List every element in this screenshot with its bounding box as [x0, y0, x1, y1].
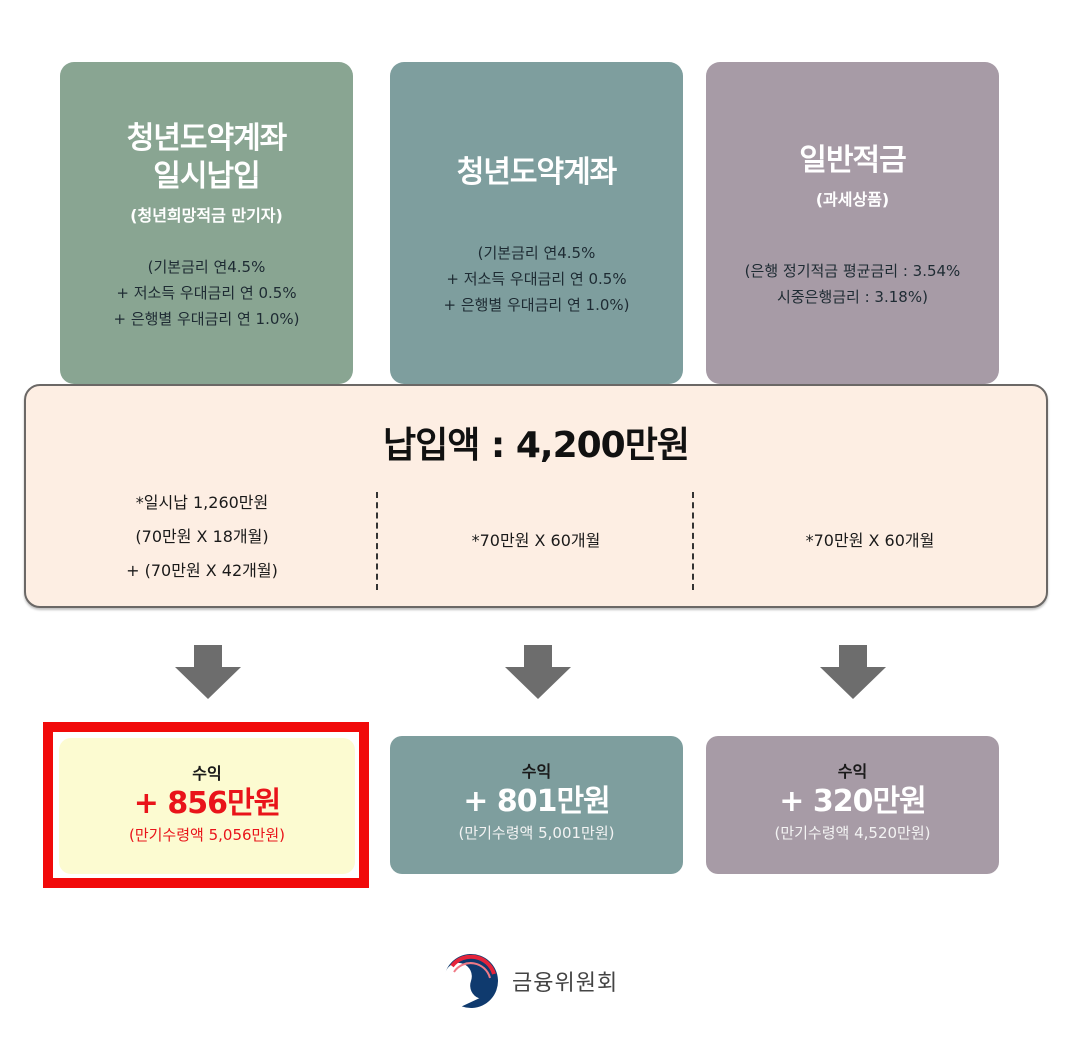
dashed-divider [376, 492, 378, 590]
result-amount: + 801만원 [463, 784, 610, 819]
rate-line: + 저소득 우대금리 연 0.5% [446, 270, 627, 288]
product-rates: (기본금리 연4.5% + 저소득 우대금리 연 0.5% + 은행별 우대금리… [390, 240, 683, 318]
rate-line: (기본금리 연4.5% [477, 244, 596, 262]
taegeuk-logo-icon [444, 954, 498, 1008]
result-card-regular-savings: 수익 + 320만원 (만기수령액 4,520만원) [706, 736, 999, 874]
product-card-youth-leap: 청년도약계좌 (기본금리 연4.5% + 저소득 우대금리 연 0.5% + 은… [390, 62, 683, 384]
result-card-youth-leap: 수익 + 801만원 (만기수령액 5,001만원) [390, 736, 683, 874]
rate-line: 시중은행금리 : 3.18%) [777, 288, 928, 306]
product-rates: (기본금리 연4.5% + 저소득 우대금리 연 0.5% + 은행별 우대금리… [60, 254, 353, 332]
payment-title: 납입액 : 4,200만원 [383, 425, 690, 466]
product-title: 청년도약계좌 [126, 121, 288, 156]
product-title-line2: 일시납입 [153, 159, 260, 194]
product-card-regular-savings: 일반적금 (과세상품) (은행 정기적금 평균금리 : 3.54% 시중은행금리… [706, 62, 999, 384]
rate-line: + 저소득 우대금리 연 0.5% [116, 284, 297, 302]
product-title: 청년도약계좌 [456, 155, 618, 190]
result-label: 수익 [192, 764, 222, 783]
rate-line: (기본금리 연4.5% [147, 258, 266, 276]
result-maturity-total: (만기수령액 5,001만원) [458, 824, 615, 842]
rate-line: (은행 정기적금 평균금리 : 3.54% [744, 262, 961, 280]
payment-column-youth-leap: *70만원 X 60개월 [378, 486, 694, 596]
org-name: 금융위원회 [512, 971, 619, 996]
payment-line: *일시납 1,260만원 [135, 493, 269, 512]
result-maturity-total: (만기수령액 4,520만원) [774, 824, 931, 842]
payment-line: + (70만원 X 42개월) [126, 561, 278, 580]
rate-line: + 은행별 우대금리 연 1.0%) [113, 310, 300, 328]
product-title: 일반적금 [799, 143, 906, 178]
payment-line: *70만원 X 60개월 [805, 531, 935, 550]
dashed-divider [692, 492, 694, 590]
result-label: 수익 [521, 762, 552, 781]
result-label: 수익 [837, 762, 868, 781]
rate-line: + 은행별 우대금리 연 1.0%) [443, 296, 630, 314]
product-rates: (은행 정기적금 평균금리 : 3.54% 시중은행금리 : 3.18%) [706, 258, 999, 310]
product-subtitle: (청년희망적금 만기자) [130, 206, 283, 225]
product-card-youth-leap-lump-sum: 청년도약계좌 일시납입 (청년희망적금 만기자) (기본금리 연4.5% + 저… [60, 62, 353, 384]
payment-column-lump-sum: *일시납 1,260만원 (70만원 X 18개월) + (70만원 X 42개… [26, 482, 378, 592]
footer-logo: 금융위원회 [442, 953, 618, 1009]
payment-panel: 납입액 : 4,200만원 *일시납 1,260만원 (70만원 X 18개월)… [24, 384, 1048, 608]
result-amount: + 856만원 [133, 786, 281, 821]
down-arrow-icon [175, 645, 241, 701]
result-amount: + 320만원 [779, 784, 926, 819]
payment-line: *70만원 X 60개월 [471, 531, 601, 550]
product-subtitle: (과세상품) [815, 190, 890, 209]
payment-column-regular-savings: *70만원 X 60개월 [694, 486, 1046, 596]
result-maturity-total: (만기수령액 5,056만원) [128, 826, 285, 844]
result-card-youth-leap-lump-sum: 수익 + 856만원 (만기수령액 5,056만원) [59, 738, 355, 874]
down-arrow-icon [505, 645, 571, 701]
payment-line: (70만원 X 18개월) [135, 527, 269, 546]
down-arrow-icon [820, 645, 886, 701]
